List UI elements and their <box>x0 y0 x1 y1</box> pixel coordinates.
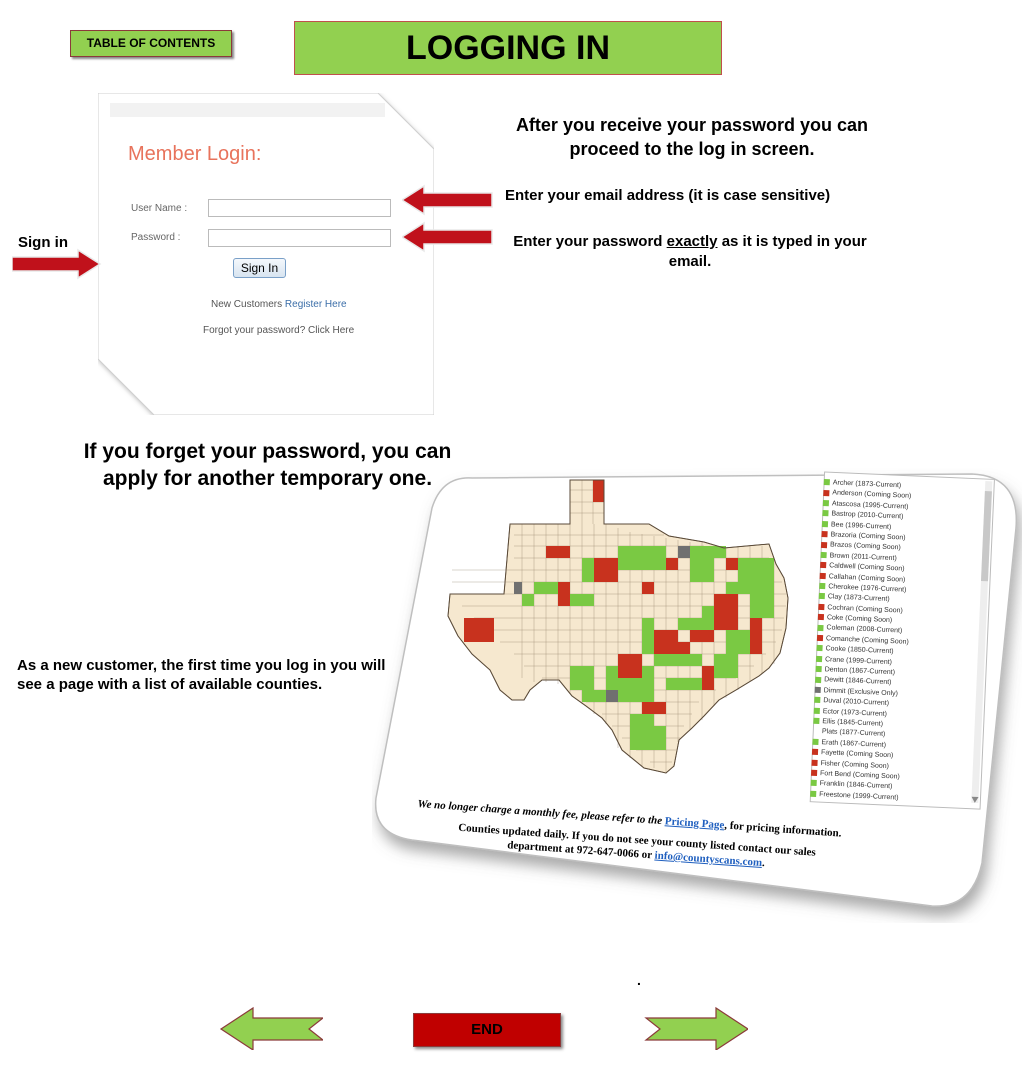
new-customers-text: New Customers <box>211 299 283 310</box>
legend-label: Duval (2010-Current) <box>823 697 890 708</box>
sign-in-callout: Sign in <box>18 234 68 251</box>
legend-label: Erath (1867-Current) <box>821 738 887 749</box>
legend-label: Cherokee (1976-Current) <box>828 583 907 594</box>
legend-label: Brazos (Coming Soon) <box>829 541 901 552</box>
legend-swatch <box>815 655 823 662</box>
legend-label: Dimmit (Exclusive Only) <box>823 687 899 698</box>
legend-label: Crane (1999-Current) <box>824 655 893 666</box>
legend-label: Cooke (1850-Current) <box>825 645 894 656</box>
legend-swatch <box>812 738 819 745</box>
legend-label: Ellis (1845-Current) <box>822 718 884 728</box>
legend-label: Cochran (Coming Soon) <box>827 603 903 615</box>
legend-swatch <box>821 531 828 538</box>
county-map-screenshot: Archer (1873-Current)Anderson (Coming So… <box>372 468 1022 923</box>
legend-label: Bee (1996-Current) <box>830 520 892 531</box>
county-legend-list[interactable]: Archer (1873-Current)Anderson (Coming So… <box>810 478 974 806</box>
legend-swatch <box>810 769 818 777</box>
password-arrow-icon <box>402 221 493 253</box>
legend-swatch <box>823 479 830 486</box>
legend-label: Dewitt (1846-Current) <box>824 676 892 687</box>
legend-label: Fort Bend (Coming Soon) <box>819 770 900 781</box>
legend-swatch <box>822 510 829 517</box>
password-hint-prefix: Enter your password <box>513 233 663 250</box>
legend-label: Caldwell (Coming Soon) <box>829 562 905 573</box>
forget-password-text: If you forget your password, you can app… <box>83 440 452 490</box>
password-hint-text: Enter your password exactly as it is typ… <box>500 232 880 272</box>
login-screenshot <box>98 93 434 415</box>
email-arrow-icon <box>402 184 493 216</box>
legend-swatch <box>823 489 830 496</box>
back-arrow-icon[interactable] <box>219 1006 323 1050</box>
legend-swatch <box>810 780 817 787</box>
legend-label: Fisher (Coming Soon) <box>820 759 890 770</box>
legend-swatch <box>817 614 825 621</box>
legend-swatch <box>813 728 819 734</box>
legend-label: Coleman (2008-Current) <box>826 624 903 636</box>
legend-swatch <box>811 759 818 766</box>
legend-swatch <box>821 520 829 527</box>
legend-label: Franklin (1846-Current) <box>819 780 893 791</box>
legend-swatch <box>815 666 822 673</box>
new-customer-text: As a new customer, the first time you lo… <box>17 657 386 693</box>
page-title: LOGGING IN <box>294 21 722 75</box>
after-receive-text: After you receive your password you can … <box>515 115 869 159</box>
legend-label: Plats (1877-Current) <box>821 728 886 739</box>
legend-swatch <box>819 582 826 590</box>
legend-swatch <box>820 562 827 569</box>
register-link[interactable]: Register Here <box>284 299 347 310</box>
legend-label: Archer (1873-Current) <box>832 479 902 490</box>
legend-label: Ector (1973-Current) <box>822 707 888 718</box>
username-label: User Name : <box>131 203 188 214</box>
legend-label: Brazoria (Coming Soon) <box>830 531 906 542</box>
legend-swatch <box>818 593 825 600</box>
legend-swatch <box>810 790 817 797</box>
legend-label: Clay (1873-Current) <box>827 593 890 604</box>
password-field[interactable] <box>208 229 391 247</box>
table-of-contents-button[interactable]: TABLE OF CONTENTS <box>70 30 232 57</box>
legend-swatch <box>813 707 820 714</box>
legend-swatch <box>818 603 825 610</box>
end-button[interactable]: END <box>413 1013 561 1047</box>
member-login-heading: Member Login: <box>128 143 262 165</box>
legend-label: Coke (Coming Soon) <box>826 614 893 625</box>
legend-swatch <box>814 686 821 694</box>
email-hint-text: Enter your email address (it is case sen… <box>505 187 831 204</box>
texas-map <box>447 479 789 774</box>
legend-swatch <box>814 697 821 704</box>
legend-swatch <box>820 551 827 559</box>
legend-swatch <box>819 572 826 579</box>
legend-swatch <box>815 676 822 683</box>
footer-dot: . <box>637 972 641 988</box>
legend-swatch <box>813 717 820 725</box>
sign-in-arrow-icon <box>12 248 102 280</box>
legend-swatch <box>820 541 828 548</box>
forgot-password-link[interactable]: Forgot your password? Click Here <box>203 325 355 336</box>
forward-arrow-icon[interactable] <box>644 1006 748 1050</box>
legend-swatch <box>816 645 823 652</box>
legend-swatch <box>816 634 824 642</box>
new-customers-line: New Customers Register Here <box>211 299 347 310</box>
legend-swatch <box>817 624 824 631</box>
legend-label: Atascosa (1995-Current) <box>831 500 909 511</box>
legend-label: Bastrop (2010-Current) <box>831 510 904 521</box>
sign-in-button[interactable]: Sign In <box>233 258 286 278</box>
legend-label: Freestone (1999-Current) <box>819 790 899 802</box>
legend-swatch <box>822 499 830 507</box>
legend-label: Denton (1867-Current) <box>824 666 896 677</box>
legend-label: Anderson (Coming Soon) <box>832 489 912 501</box>
password-label: Password : <box>131 232 181 243</box>
password-hint-emphasis: exactly <box>666 233 718 250</box>
username-field[interactable] <box>208 199 391 217</box>
legend-label: Brown (2011-Current) <box>829 552 897 562</box>
email-suffix: . <box>761 857 766 870</box>
legend-label: Callahan (Coming Soon) <box>828 572 906 584</box>
password-hint-suffix: as it is typed in your email. <box>668 233 867 270</box>
legend-swatch <box>811 749 819 756</box>
legend-label: Fayette (Coming Soon) <box>820 749 894 760</box>
